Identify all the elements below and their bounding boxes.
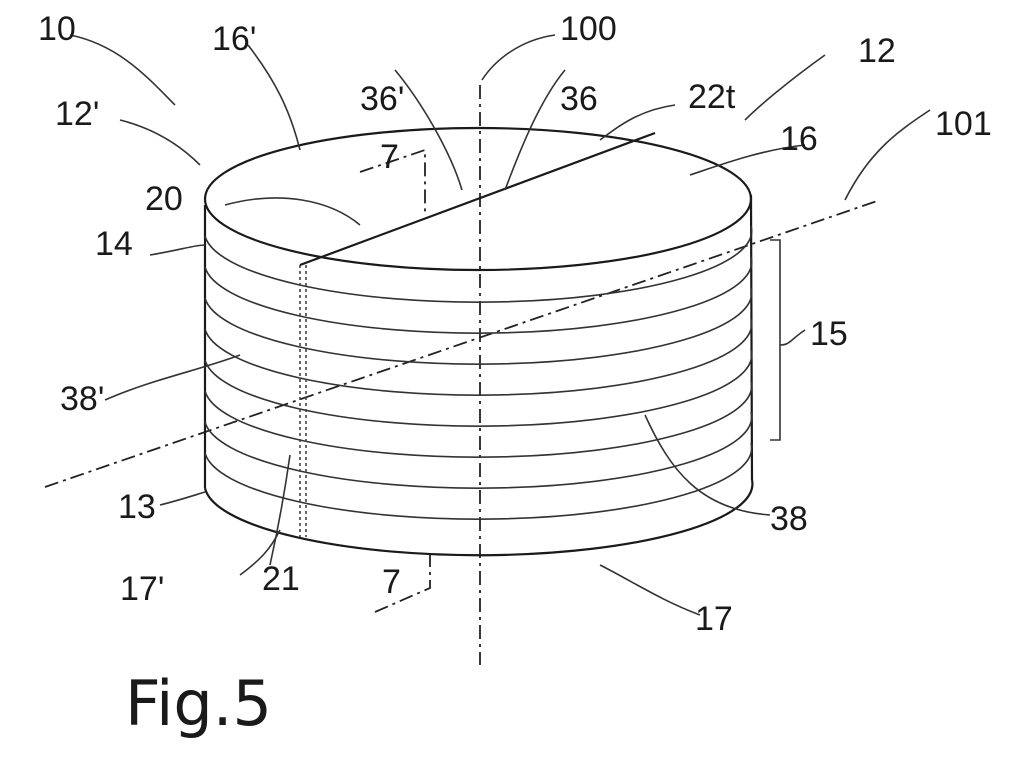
label-22t: 22t (688, 78, 736, 116)
label-7-top: 7 (380, 138, 399, 176)
label-15: 15 (810, 315, 848, 353)
cylinder-body (205, 128, 752, 555)
label-7-bottom: 7 (382, 563, 401, 601)
label-38: 38 (770, 500, 808, 538)
label-38-prime: 38' (60, 380, 104, 418)
label-36: 36 (560, 80, 598, 118)
winding-band (205, 226, 752, 302)
label-12: 12 (858, 32, 896, 70)
label-20: 20 (145, 180, 183, 218)
label-100: 100 (560, 10, 617, 48)
axis-101 (45, 200, 880, 487)
label-14: 14 (95, 225, 133, 263)
label-13: 13 (118, 488, 156, 526)
label-16: 16 (780, 120, 818, 158)
winding-band (205, 443, 752, 519)
label-16-prime: 16' (212, 20, 256, 58)
winding-band (205, 288, 752, 364)
figure-label: Fig.5 (125, 667, 272, 740)
winding-band (205, 257, 752, 333)
label-21: 21 (262, 560, 300, 598)
winding-band (205, 350, 752, 426)
label-36-prime: 36' (360, 80, 404, 118)
label-12-prime: 12' (55, 95, 99, 133)
label-10: 10 (38, 10, 76, 48)
split-line-22t (300, 133, 655, 265)
winding-band (205, 381, 752, 457)
label-17: 17 (695, 600, 733, 638)
label-17-prime: 17' (120, 570, 164, 608)
label-101: 101 (935, 105, 992, 143)
winding-band (205, 319, 752, 395)
